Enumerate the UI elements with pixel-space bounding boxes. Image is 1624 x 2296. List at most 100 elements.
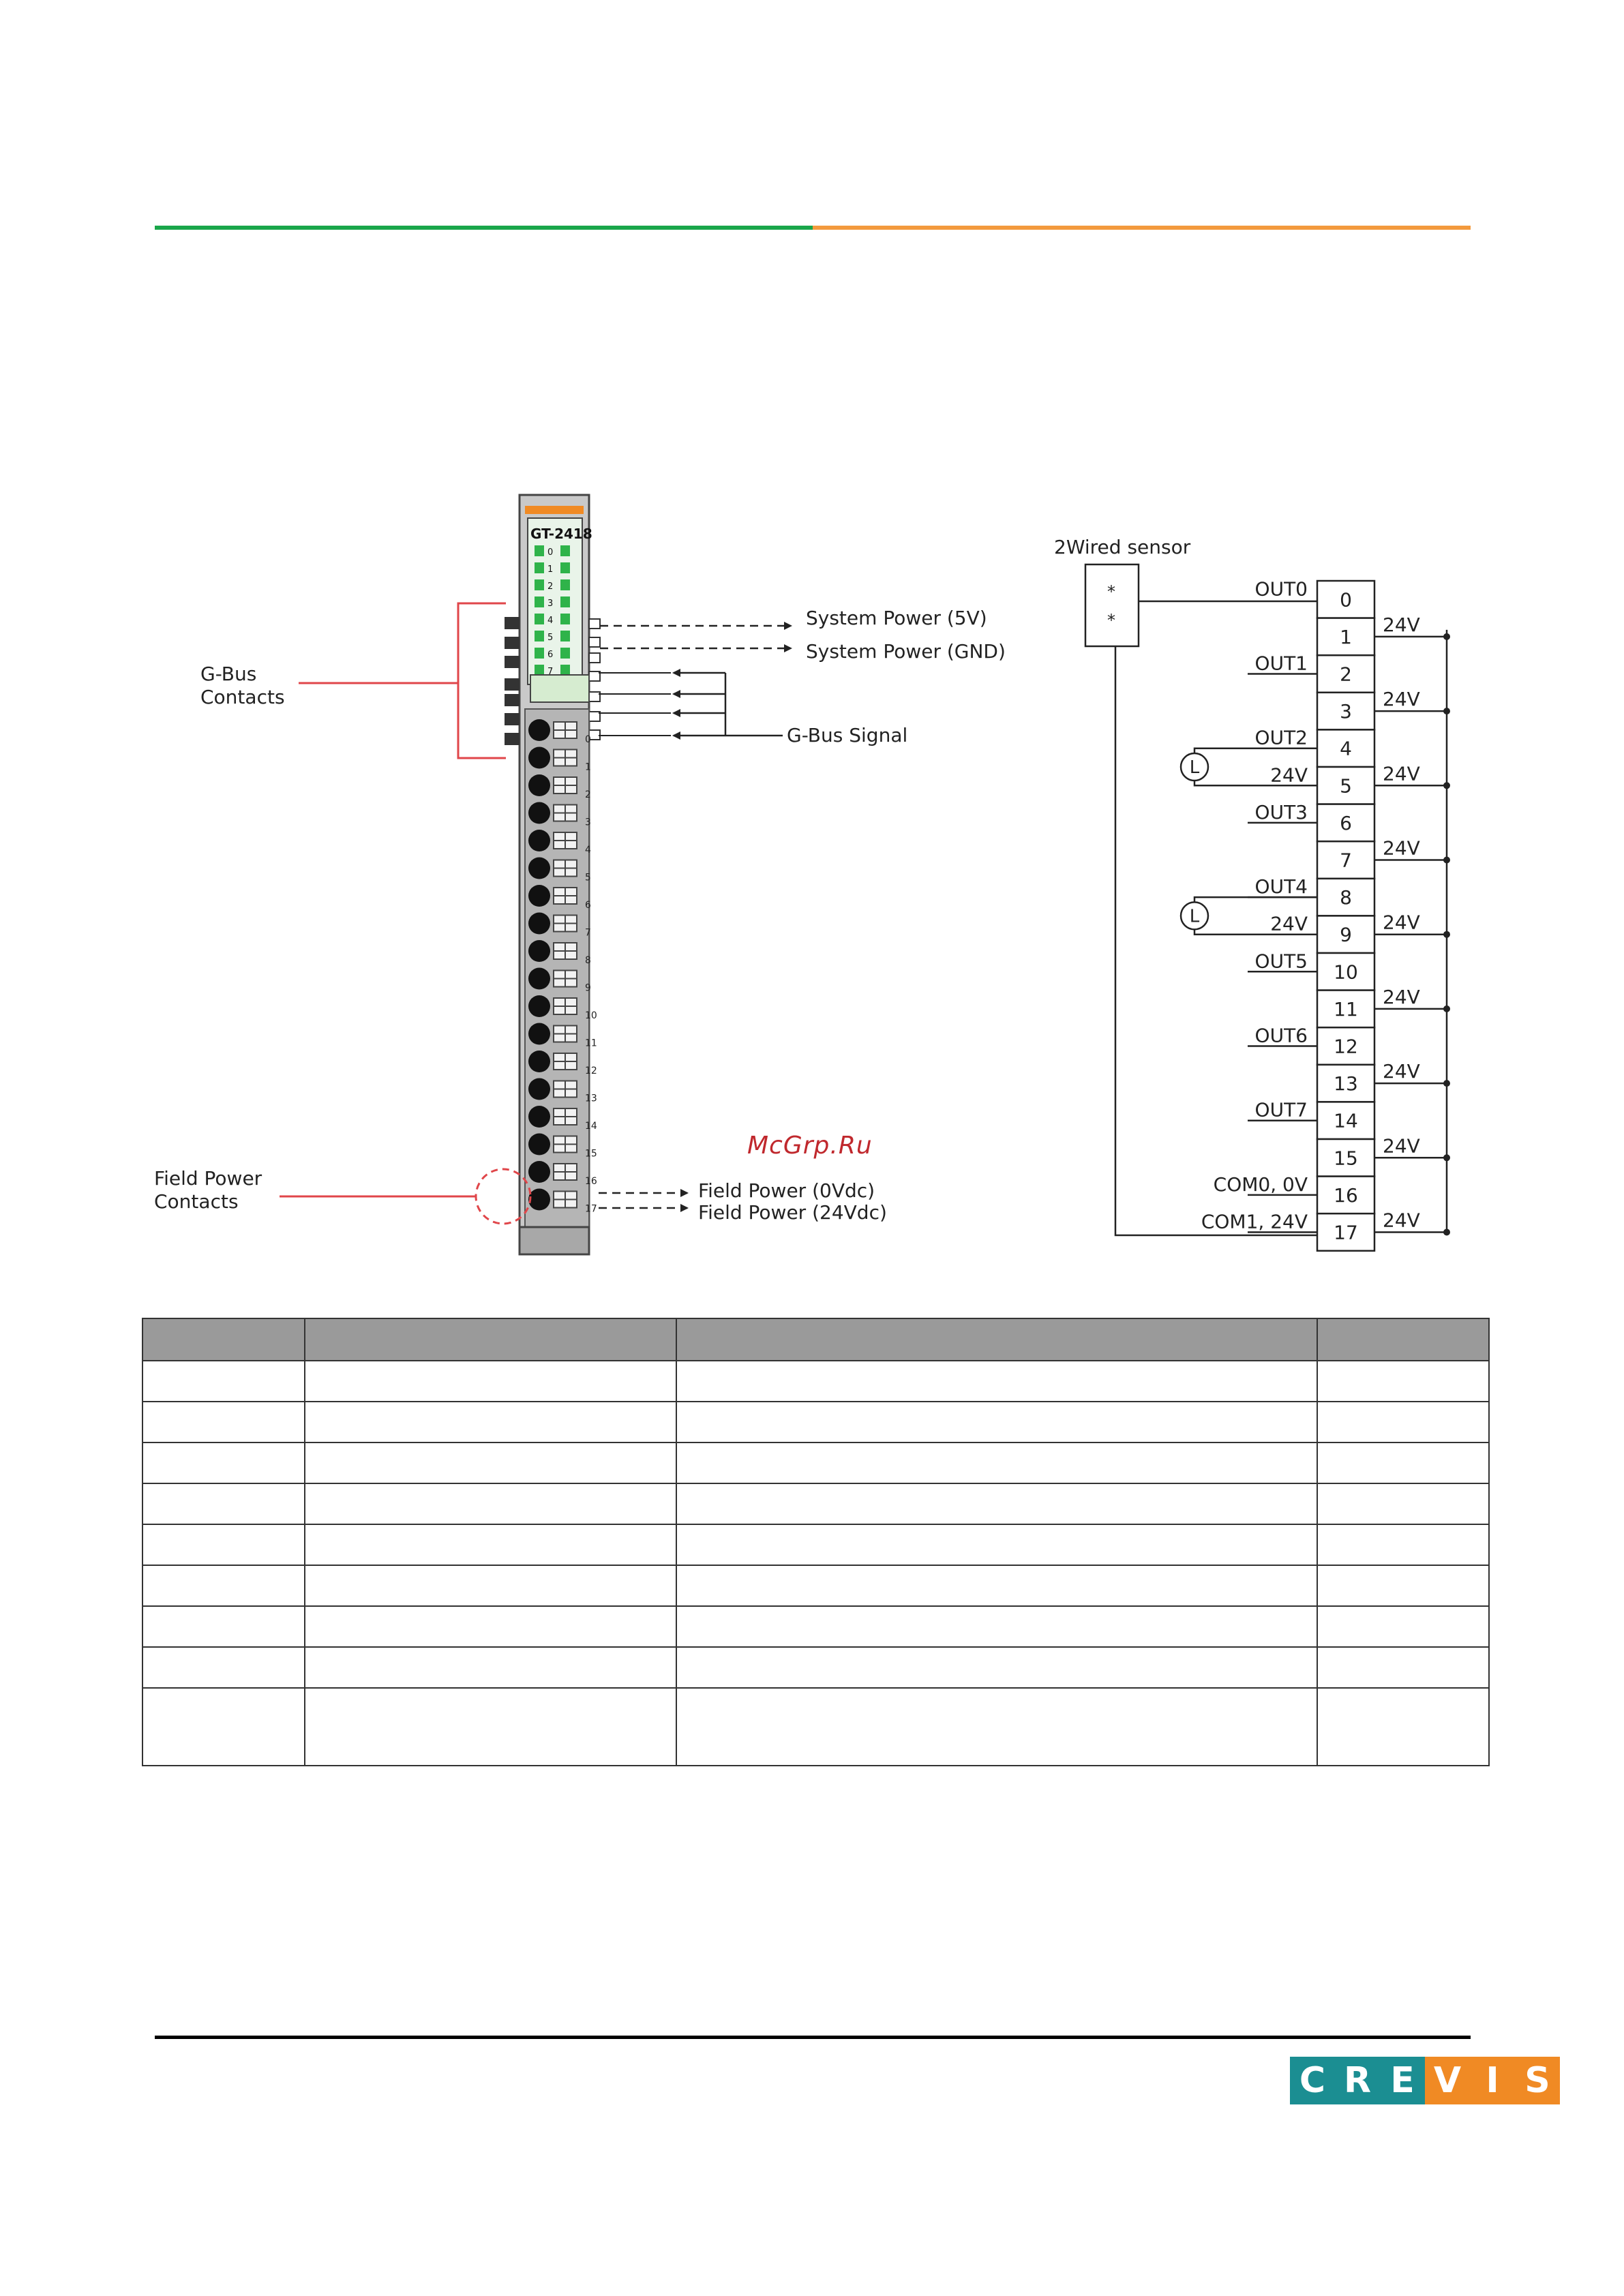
supply-voltage-label: 24V <box>1383 837 1420 860</box>
gbus-notch <box>588 652 601 663</box>
led-right <box>560 579 570 590</box>
terminal-number: 14 <box>1334 1110 1358 1132</box>
terminal-number: 12 <box>1334 1036 1358 1058</box>
header-rule-orange <box>813 226 1471 230</box>
table-row <box>142 1687 1490 1766</box>
led-right <box>560 614 570 624</box>
table-cell <box>676 1605 1318 1648</box>
watermark: McGrp.Ru <box>747 1132 873 1160</box>
rail-junction <box>1443 1228 1450 1236</box>
table-cell <box>1317 1605 1490 1648</box>
table-cell <box>142 1360 305 1402</box>
table-header-cell <box>304 1318 677 1361</box>
led-right <box>560 596 570 607</box>
terminal-screw <box>528 774 550 796</box>
gbus-pad <box>505 637 520 649</box>
gbus-notch <box>588 691 601 702</box>
led-left <box>535 562 544 573</box>
rail-junction <box>1443 856 1450 864</box>
logo-letter: E <box>1380 2057 1425 2104</box>
load-wire <box>1193 747 1317 753</box>
rail-junction <box>1443 931 1450 938</box>
terminal-number: 4 <box>1340 738 1352 760</box>
rail-junction <box>1443 1080 1450 1087</box>
gbus-bracket <box>457 602 506 759</box>
table-cell <box>1317 1646 1490 1689</box>
gbus-signal-label: G-Bus Signal <box>787 724 907 746</box>
led-right <box>560 648 570 659</box>
terminal-screw <box>528 885 550 907</box>
load-symbol <box>1179 901 1209 931</box>
terminal-number: 3 <box>1340 700 1352 723</box>
terminal-number: 3 <box>585 817 591 828</box>
table-cell <box>304 1687 677 1766</box>
rail-junction <box>1443 1005 1450 1012</box>
output-label: OUT7 <box>1255 1099 1308 1121</box>
table-cell <box>1317 1565 1490 1607</box>
table-cell <box>1317 1483 1490 1525</box>
table-cell <box>142 1605 305 1648</box>
table-cell <box>142 1687 305 1766</box>
table-cell <box>142 1524 305 1566</box>
table-cell <box>304 1360 677 1402</box>
led-left <box>535 648 544 659</box>
led-left <box>535 614 544 624</box>
terminal-screw <box>528 967 550 990</box>
led-label: 0 <box>547 547 553 558</box>
supply-voltage-label: 24V <box>1383 614 1420 636</box>
sensor-box <box>1084 563 1140 648</box>
led-left <box>535 579 544 590</box>
terminal-screw <box>528 857 550 879</box>
com-label: COM0, 0V <box>1214 1173 1308 1196</box>
terminal-screw <box>528 1023 550 1045</box>
gbus-contacts-callout: G-Bus Contacts <box>200 602 506 759</box>
terminal-number: 8 <box>585 955 591 966</box>
terminal-number: 10 <box>585 1010 597 1021</box>
gbus-notch <box>588 671 601 682</box>
led-label: 4 <box>547 616 553 626</box>
system-power-callouts: System Power (5V) System Power (GND) <box>600 607 1006 663</box>
terminal-number: 15 <box>585 1149 597 1160</box>
header-rule <box>155 226 1471 230</box>
table-cell <box>304 1646 677 1689</box>
sensor-pin-2: * <box>1107 611 1115 630</box>
terminal-box <box>1316 617 1376 656</box>
table-cell <box>142 1442 305 1484</box>
terminal-number: 13 <box>1334 1072 1358 1095</box>
terminal-number: 2 <box>1340 663 1352 686</box>
led-left <box>535 665 544 676</box>
module-base <box>518 1226 590 1256</box>
gbus-pad <box>505 656 520 668</box>
led-label: 7 <box>547 667 553 677</box>
terminal-screw <box>528 995 550 1017</box>
header-rule-green <box>155 226 813 230</box>
terminal-screw <box>528 1078 550 1100</box>
terminal-number: 7 <box>585 928 591 939</box>
gbus-pad <box>505 678 520 691</box>
logo-letter: R <box>1335 2057 1380 2104</box>
table-cell <box>1317 1442 1490 1484</box>
table-cell <box>142 1483 305 1525</box>
terminal-box <box>1316 766 1376 805</box>
rail-junction <box>1443 708 1450 715</box>
terminal-number: 16 <box>585 1176 597 1187</box>
terminal-number: 6 <box>585 900 591 911</box>
table-cell <box>1317 1687 1490 1766</box>
table-cell <box>676 1687 1318 1766</box>
supply-voltage-label: 24V <box>1383 688 1420 710</box>
table-row <box>142 1565 1490 1607</box>
terminal-screw <box>528 830 550 851</box>
terminal-number: 8 <box>1340 886 1352 909</box>
load-voltage-label: 24V <box>1270 764 1308 786</box>
gbus-notch <box>588 618 601 629</box>
output-label: OUT1 <box>1255 652 1308 675</box>
footer-rule <box>155 2036 1471 2039</box>
table-header-row <box>142 1318 1490 1361</box>
terminal-number: 11 <box>1334 998 1358 1021</box>
supply-voltage-label: 24V <box>1383 1209 1420 1232</box>
terminal-screw <box>528 719 550 741</box>
terminal-number: 1 <box>585 762 591 773</box>
terminal-number: 2 <box>585 789 591 800</box>
